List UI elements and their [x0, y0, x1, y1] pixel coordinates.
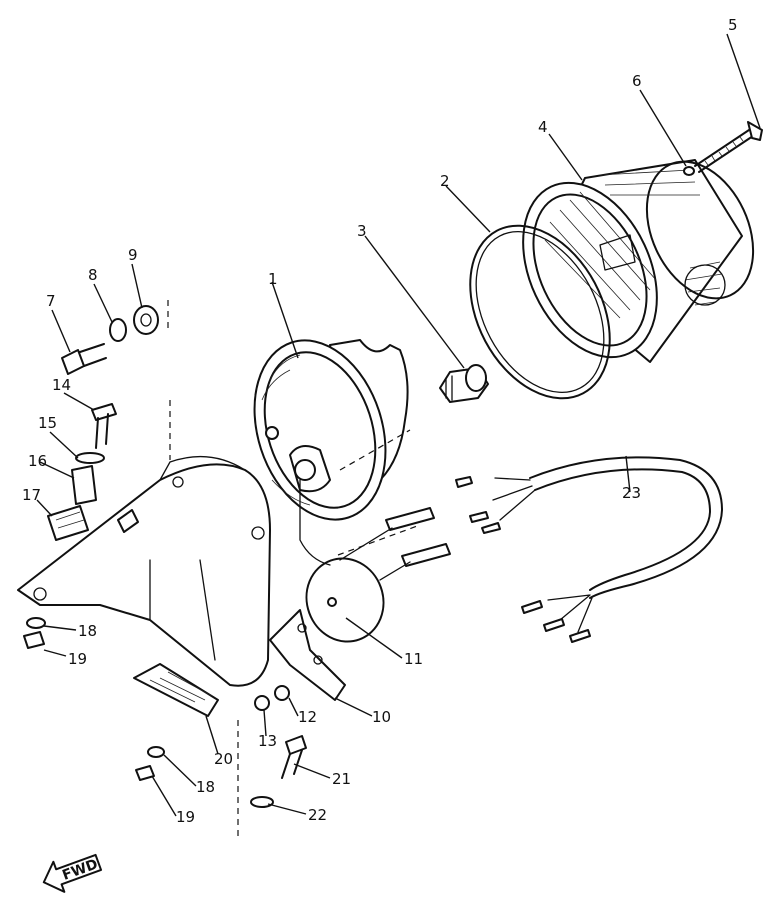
bolt-stack-drawing — [47, 403, 117, 541]
part-label-16: 16 — [28, 452, 47, 470]
part-label-22: 22 — [308, 806, 327, 824]
part-label-7: 7 — [46, 292, 56, 310]
part-label-17: 17 — [22, 486, 41, 504]
leader-lines — [36, 33, 761, 817]
part-label-20: 20 — [214, 750, 233, 768]
part-label-11: 11 — [404, 650, 423, 668]
part-label-12: 12 — [298, 708, 317, 726]
part-label-1: 1 — [268, 270, 278, 288]
part-label-19-top: 19 — [68, 650, 87, 668]
part-label-2: 2 — [440, 172, 450, 190]
part-label-19-bottom: 19 — [176, 808, 195, 826]
bulb-drawing — [439, 364, 489, 403]
tail-lamp-lens-drawing — [522, 159, 755, 363]
center-lines — [167, 300, 421, 840]
bracket-drawing — [17, 456, 346, 701]
mount-bolt-set-drawing — [61, 305, 159, 375]
lamp-base-drawing — [253, 339, 409, 521]
part-label-3: 3 — [357, 222, 367, 240]
lens-screw-drawing — [683, 121, 763, 176]
part-label-23: 23 — [622, 484, 641, 502]
license-lamp-drawing — [299, 479, 451, 643]
part-label-14: 14 — [52, 376, 71, 394]
part-label-18-top: 18 — [78, 622, 97, 640]
part-label-8: 8 — [88, 266, 98, 284]
part-label-13: 13 — [258, 732, 277, 750]
reflector-plate-drawing — [133, 663, 219, 717]
part-label-18-bottom: 18 — [196, 778, 215, 796]
part-label-4: 4 — [538, 118, 548, 136]
lens-gasket-drawing — [469, 224, 611, 400]
part-labels: 5 6 4 2 3 1 9 8 7 14 15 16 17 23 18 19 1… — [22, 16, 738, 826]
part-label-9: 9 — [128, 246, 138, 264]
part-label-15: 15 — [38, 414, 57, 432]
small-nuts-drawing — [254, 685, 290, 711]
part-label-10: 10 — [372, 708, 391, 726]
part-label-21: 21 — [332, 770, 351, 788]
top-nut-washer-drawing — [23, 617, 46, 649]
lower-bolt-drawing — [250, 735, 307, 808]
part-label-6: 6 — [632, 72, 642, 90]
part-label-5: 5 — [728, 16, 738, 34]
wire-harness-drawing — [455, 456, 723, 643]
forward-direction-arrow: FWD — [42, 853, 103, 893]
bottom-nut-washer-drawing — [135, 746, 165, 781]
